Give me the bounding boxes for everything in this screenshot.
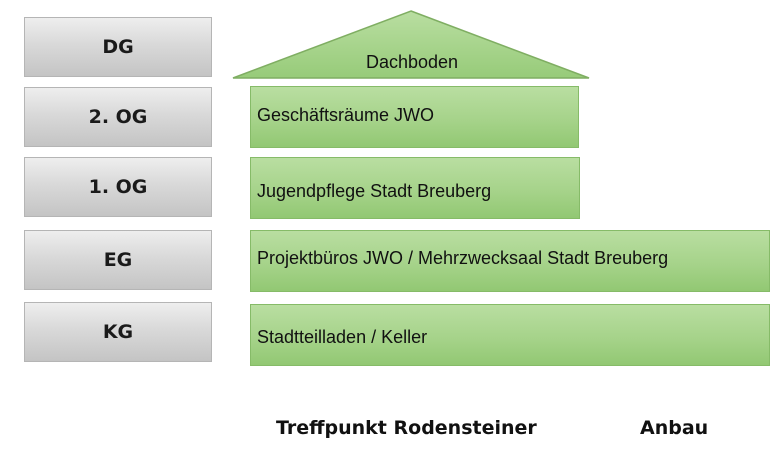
room-kg: Stadtteilladen / Keller <box>250 304 770 366</box>
floor-label-dg: DG <box>24 17 212 77</box>
room-og2: Geschäftsräume JWO <box>250 86 579 148</box>
roof-shape <box>232 10 590 79</box>
floor-label-kg: KG <box>24 302 212 362</box>
floor-label-og1: 1. OG <box>24 157 212 217</box>
room-dachboden: Dachboden <box>365 52 459 72</box>
floor-label-og2: 2. OG <box>24 87 212 147</box>
building-label-main: Treffpunkt Rodensteiner <box>276 417 537 439</box>
building-label-annex: Anbau <box>640 417 709 439</box>
room-og1: Jugendpflege Stadt Breuberg <box>250 157 580 219</box>
room-eg: Projektbüros JWO / Mehrzwecksaal Stadt B… <box>250 230 770 292</box>
floor-label-eg: EG <box>24 230 212 290</box>
